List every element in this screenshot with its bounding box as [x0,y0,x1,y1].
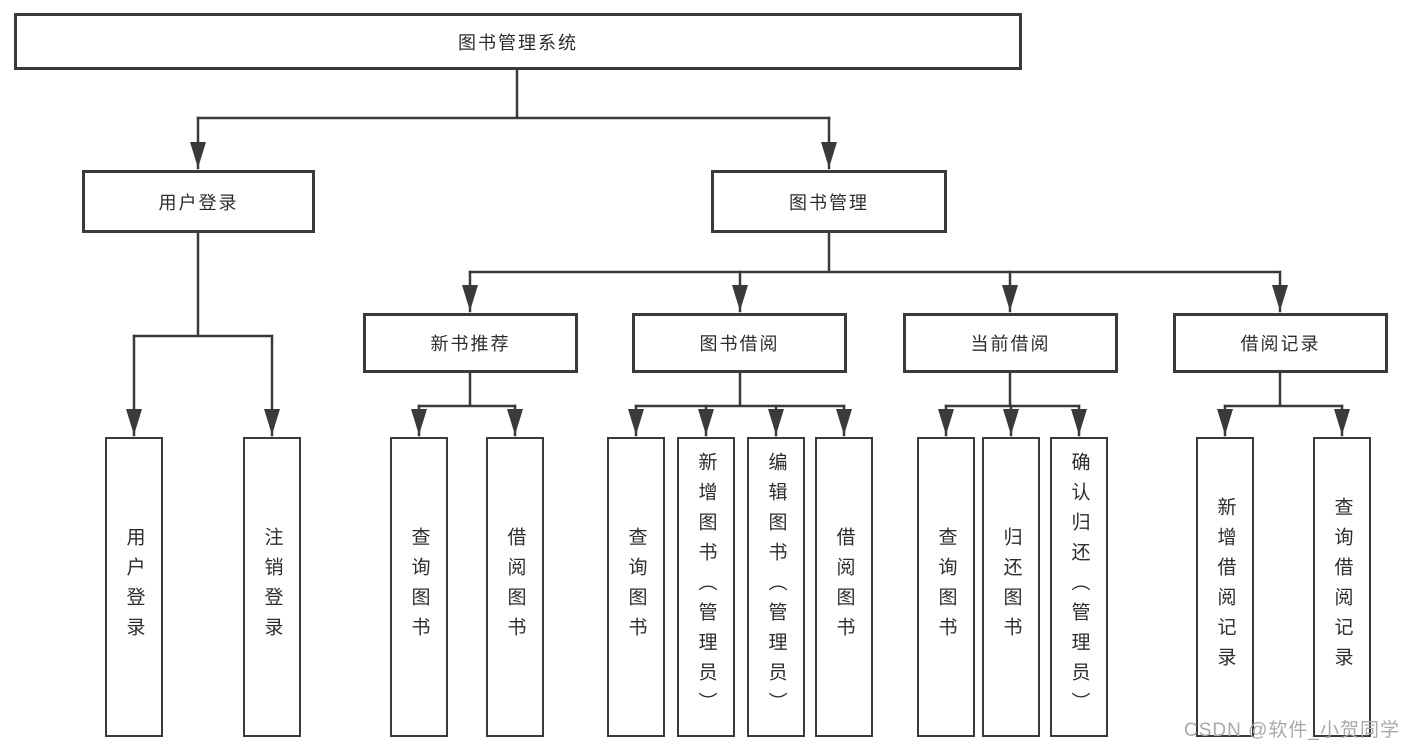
connectors-user-login [126,231,280,437]
leaf-borrow-book-2: 借阅图书 [815,437,873,737]
node-book-borrow-label: 图书借阅 [699,334,780,354]
leaf-edit-book-label: 编辑图书（管理员） [765,452,787,722]
node-book-mgmt-label: 图书管理 [789,192,869,213]
node-borrow-record-label: 借阅记录 [1240,334,1321,354]
node-user-login: 用户登录 [82,170,315,233]
node-root-label: 图书管理系统 [458,32,578,53]
leaf-edit-book: 编辑图书（管理员） [747,437,805,737]
leaf-logout: 注销登录 [243,437,301,737]
connectors-book-mgmt [462,231,1288,313]
node-current-borrow: 当前借阅 [903,313,1118,373]
leaf-confirm-return: 确认归还（管理员） [1050,437,1108,737]
leaf-query-book-3: 查询图书 [917,437,975,737]
leaf-logout-label: 注销登录 [261,527,283,647]
leaf-user-login: 用户登录 [105,437,163,737]
connectors-current-borrow [938,371,1087,437]
node-user-login-label: 用户登录 [158,192,239,213]
connectors-book-borrow [628,371,852,437]
leaf-query-book-1: 查询图书 [390,437,448,737]
node-new-book-rec-label: 新书推荐 [430,334,511,354]
node-book-borrow: 图书借阅 [632,313,847,373]
leaf-add-book: 新增图书（管理员） [677,437,735,737]
leaf-return-book-label: 归还图书 [1000,527,1022,647]
leaf-query-book-3-label: 查询图书 [935,527,957,647]
leaf-borrow-book-2-label: 借阅图书 [833,527,855,647]
node-borrow-record: 借阅记录 [1173,313,1388,373]
leaf-confirm-return-label: 确认归还（管理员） [1068,452,1090,722]
leaf-add-record: 新增借阅记录 [1196,437,1254,737]
leaf-user-login-label: 用户登录 [123,527,145,647]
node-root: 图书管理系统 [14,13,1022,70]
leaf-query-book-2: 查询图书 [607,437,665,737]
connectors-root [190,68,837,170]
leaf-query-record: 查询借阅记录 [1313,437,1371,737]
leaf-borrow-book-1: 借阅图书 [486,437,544,737]
csdn-watermark: CSDN @软件_小贺同学 [1184,720,1400,741]
leaf-borrow-book-1-label: 借阅图书 [504,527,526,647]
node-new-book-rec: 新书推荐 [363,313,578,373]
leaf-query-book-1-label: 查询图书 [408,527,430,647]
connectors-new-book-rec [411,371,523,437]
leaf-query-book-2-label: 查询图书 [625,527,647,647]
leaf-add-book-label: 新增图书（管理员） [695,452,717,722]
leaf-return-book: 归还图书 [982,437,1040,737]
node-current-borrow-label: 当前借阅 [970,334,1051,354]
leaf-query-record-label: 查询借阅记录 [1331,497,1353,677]
leaf-add-record-label: 新增借阅记录 [1214,497,1236,677]
connectors-borrow-record [1217,371,1350,437]
node-book-mgmt: 图书管理 [711,170,947,233]
